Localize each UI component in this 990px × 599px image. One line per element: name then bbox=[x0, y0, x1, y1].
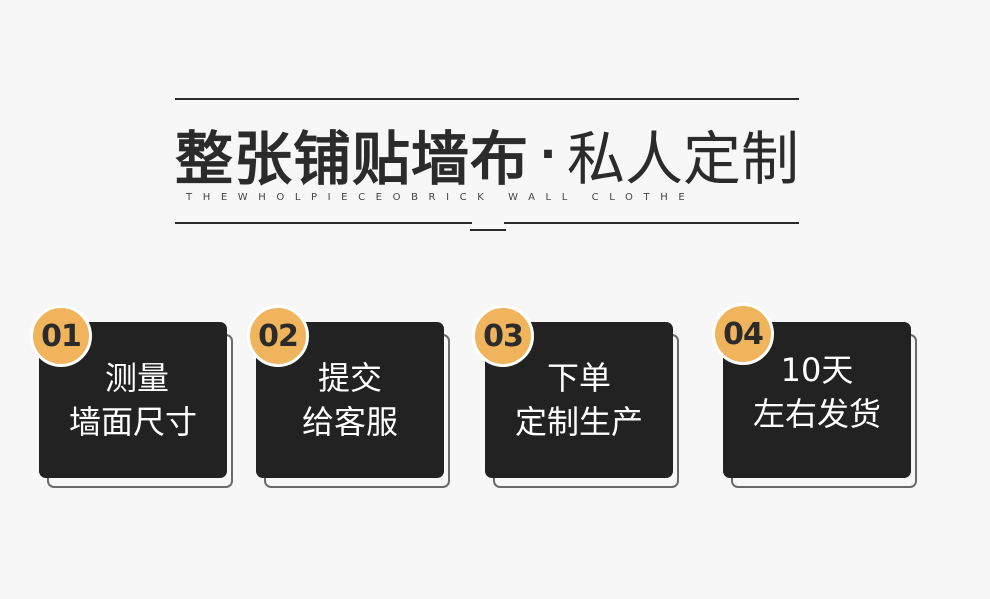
step-line-2: 给客服 bbox=[301, 403, 398, 441]
step-line-1: 下单 bbox=[546, 359, 611, 397]
step-line-2: 定制生产 bbox=[514, 403, 643, 441]
page-title: 整张铺贴墙布 · 私人定制 bbox=[175, 112, 799, 196]
step-line-1: 测量 bbox=[104, 359, 169, 397]
header-bottom-rule-notch bbox=[470, 229, 506, 231]
step-number-badge-3: 03 bbox=[472, 305, 534, 367]
step-card-3: 下单 定制生产 bbox=[485, 322, 683, 492]
step-card-body: 提交 给客服 bbox=[256, 322, 444, 478]
title-bold-text: 整张铺贴墙布 bbox=[175, 125, 530, 193]
step-number-badge-1: 01 bbox=[30, 305, 92, 367]
header-top-rule bbox=[175, 98, 799, 100]
step-line-1: 提交 bbox=[317, 359, 382, 397]
step-line-1: 10天 bbox=[780, 351, 854, 389]
step-line-2: 墙面尺寸 bbox=[68, 403, 197, 441]
step-line-2: 左右发货 bbox=[752, 395, 881, 433]
header-bottom-rule-right bbox=[504, 222, 799, 224]
title-light-text: 私人定制 bbox=[566, 125, 799, 193]
step-number-badge-4: 04 bbox=[712, 303, 774, 365]
header-bottom-rule-left bbox=[175, 222, 472, 224]
page-subtitle: THEWHOLPIECEOBRICK WALL CLOTHE bbox=[186, 192, 696, 203]
step-number-badge-2: 02 bbox=[247, 305, 309, 367]
title-separator-dot: · bbox=[539, 128, 557, 180]
